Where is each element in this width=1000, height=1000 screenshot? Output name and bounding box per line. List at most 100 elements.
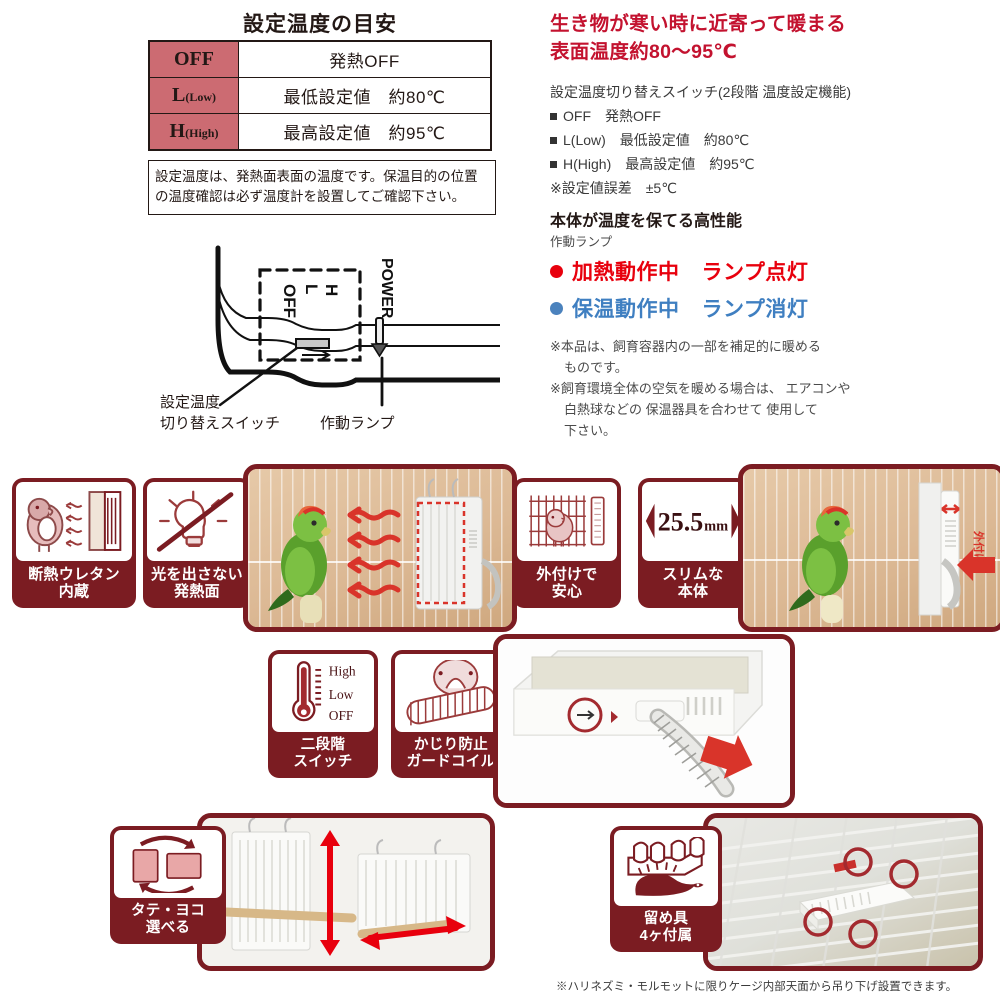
footnote-2-line1: ※飼育環境全体の空気を暖める場合は、 エアコンや: [550, 381, 851, 397]
feature-card-clips: 留め具 4ヶ付属: [610, 826, 722, 952]
switch-label-line1: 設定温度: [160, 394, 221, 411]
no-light-bulb-icon: [156, 490, 234, 553]
horizontal-arrow-icon: [360, 916, 466, 950]
caption-line1: 外付けで: [536, 565, 598, 583]
caption-line1: 二段階: [300, 736, 346, 753]
performance-subtitle: 作動ランプ: [550, 235, 613, 249]
feature-card-slim: 25.5mm スリムな 本体: [638, 478, 748, 608]
lamp-on-row: 加熱動作中 ランプ点灯: [550, 256, 990, 286]
feature-icon-wrap: [614, 830, 718, 906]
footnote-2-line3: 下さい。: [564, 423, 617, 439]
switch-diagram-lamp-label: 作動ランプ: [320, 415, 395, 432]
switch-diagram-switch-label: 設定温度 切り替えスイッチ: [160, 392, 330, 434]
performance-title: 本体が温度を保てる高性能: [550, 213, 743, 230]
feature-card-external: 外付けで 安心: [513, 478, 621, 608]
feature-icon-wrap: [147, 482, 247, 561]
spec-item: OFF 発熱OFF: [550, 104, 990, 128]
spec-item-text: L(Low) 最低設定値 約80℃: [563, 132, 750, 149]
key-main: OFF: [174, 48, 214, 70]
headline-line2: 表面温度約80〜95℃: [550, 41, 738, 64]
feature-icon-wrap: High Low OFF: [272, 654, 374, 732]
caption-line2: スイッチ: [293, 753, 353, 770]
feature-caption: 二段階 スイッチ: [268, 732, 378, 778]
footnote-2-line2: 白熱球などの 保温器具を合わせて 使用して: [564, 402, 818, 418]
guard-coil-cord: [649, 708, 735, 798]
heater-unit: [513, 650, 763, 736]
bird-in-cage-icon: [529, 495, 605, 547]
feature-caption: 断熱ウレタン 内蔵: [12, 561, 136, 608]
bird-coil-icon: [406, 659, 496, 726]
caption-line1: 留め具: [643, 910, 689, 927]
rotate-panel-icon: [132, 835, 202, 893]
photo-overlay: [708, 818, 978, 966]
external-mount-label: 外付け: [972, 530, 986, 564]
scale-high: High: [329, 664, 356, 679]
width-arrow-icon: 25.5mm: [645, 504, 741, 539]
svg-text:25.5mm: 25.5mm: [658, 508, 728, 537]
caption-line2: 選べる: [145, 919, 191, 936]
photo-overlay: 外付け: [789, 482, 995, 623]
table-cell-key: OFF: [148, 40, 239, 78]
heater-panel: [415, 478, 502, 610]
caption-line1: スリムな: [662, 565, 724, 583]
feature-caption: かじり防止 ガードコイル: [391, 732, 511, 778]
photo-orientation: [197, 813, 495, 971]
scale-off: OFF: [329, 708, 354, 723]
headline-line1: 生き物が寒い時に近寄って暖まる: [550, 13, 847, 35]
footnote-1-line1: ※本品は、飼育容器内の一部を補足的に暖める: [550, 339, 821, 354]
spec-tolerance: ※設定値誤差 ±5℃: [550, 180, 677, 197]
table-row: L(Low) 最低設定値 約80℃: [148, 77, 492, 114]
caption-line2: 内蔵: [58, 583, 90, 601]
feature-caption: タテ・ヨコ 選べる: [110, 898, 226, 944]
footnotes: ※本品は、飼育容器内の一部を補足的に暖める ものです。 ※飼育環境全体の空気を暖…: [550, 336, 1000, 441]
feature-icon-wrap: 25.5mm: [642, 482, 744, 561]
lamp-on-state: ランプ点灯: [701, 261, 809, 284]
feature-card-no-light: 光を出さない 発熱面: [143, 478, 251, 608]
vertical-arrow-icon: [320, 830, 340, 956]
spec-item: H(High) 最高設定値 約95℃: [550, 152, 990, 176]
table-cell-value: 最高設定値 約95℃: [238, 113, 492, 151]
lamp-on-label: 加熱動作中: [572, 261, 680, 284]
photo-unit-cord: [493, 634, 795, 808]
feature-icon-wrap: [395, 654, 507, 732]
caption-line2: ガードコイル: [406, 753, 496, 770]
key-sub: (Low): [185, 90, 216, 104]
headline: 生き物が寒い時に近寄って暖まる 表面温度約80〜95℃: [550, 10, 990, 67]
mount-direction-arrow-icon: [957, 549, 995, 581]
table-cell-value: 発熱OFF: [238, 40, 492, 78]
photo-overlay: [498, 639, 790, 803]
direction-arrow-icon: [700, 735, 753, 779]
photo-clips: [703, 813, 983, 971]
clip-marker: [803, 907, 833, 937]
feature-caption: 外付けで 安心: [513, 561, 621, 608]
feature-icon-wrap: [16, 482, 132, 561]
cage-perch: [248, 561, 512, 563]
switch-diagram: OFF L H POWER: [215, 245, 500, 407]
feature-caption: 光を出さない 発熱面: [143, 561, 251, 608]
bullet-square-icon: [550, 161, 557, 169]
spec-block: 設定温度切り替えスイッチ(2段階 温度設定機能) OFF 発熱OFF L(Low…: [550, 80, 990, 200]
table-row: OFF 発熱OFF: [148, 40, 492, 78]
heater-unit-on-cage: [798, 859, 916, 932]
panel-vertical: [231, 818, 311, 951]
thermometer-icon: High Low OFF: [292, 661, 356, 723]
key-sub: (High): [185, 126, 219, 140]
svg-text:L: L: [302, 284, 321, 294]
lovebird-illustration: [789, 505, 854, 623]
feature-icon-wrap: [114, 830, 222, 898]
caption-line1: かじり防止: [414, 736, 488, 753]
lamp-off-label: 保温動作中: [572, 298, 680, 321]
bottom-note: ※ハリネズミ・モルモットに限りケージ内部天面から吊り下げ設置できます。: [556, 981, 958, 993]
lamp-off-state: ランプ消灯: [701, 298, 809, 321]
photo-external-mount: 外付け: [738, 464, 1000, 632]
setting-temperature-table: OFF 発熱OFF L(Low) 最低設定値 約80℃ H(High) 最高設定…: [148, 40, 492, 151]
hedgehog-clips-icon: [627, 836, 705, 896]
feature-card-insulation: 断熱ウレタン 内蔵: [12, 478, 136, 608]
thickness-arrow-icon: [941, 504, 960, 514]
feature-caption: 留め具 4ヶ付属: [610, 906, 722, 952]
photo-overlay: [202, 818, 490, 966]
clip-marker: [889, 859, 919, 889]
heat-wave-arrows: [347, 506, 401, 599]
panel-horizontal: [357, 839, 471, 933]
switch-label-line2: 切り替えスイッチ: [160, 415, 281, 432]
